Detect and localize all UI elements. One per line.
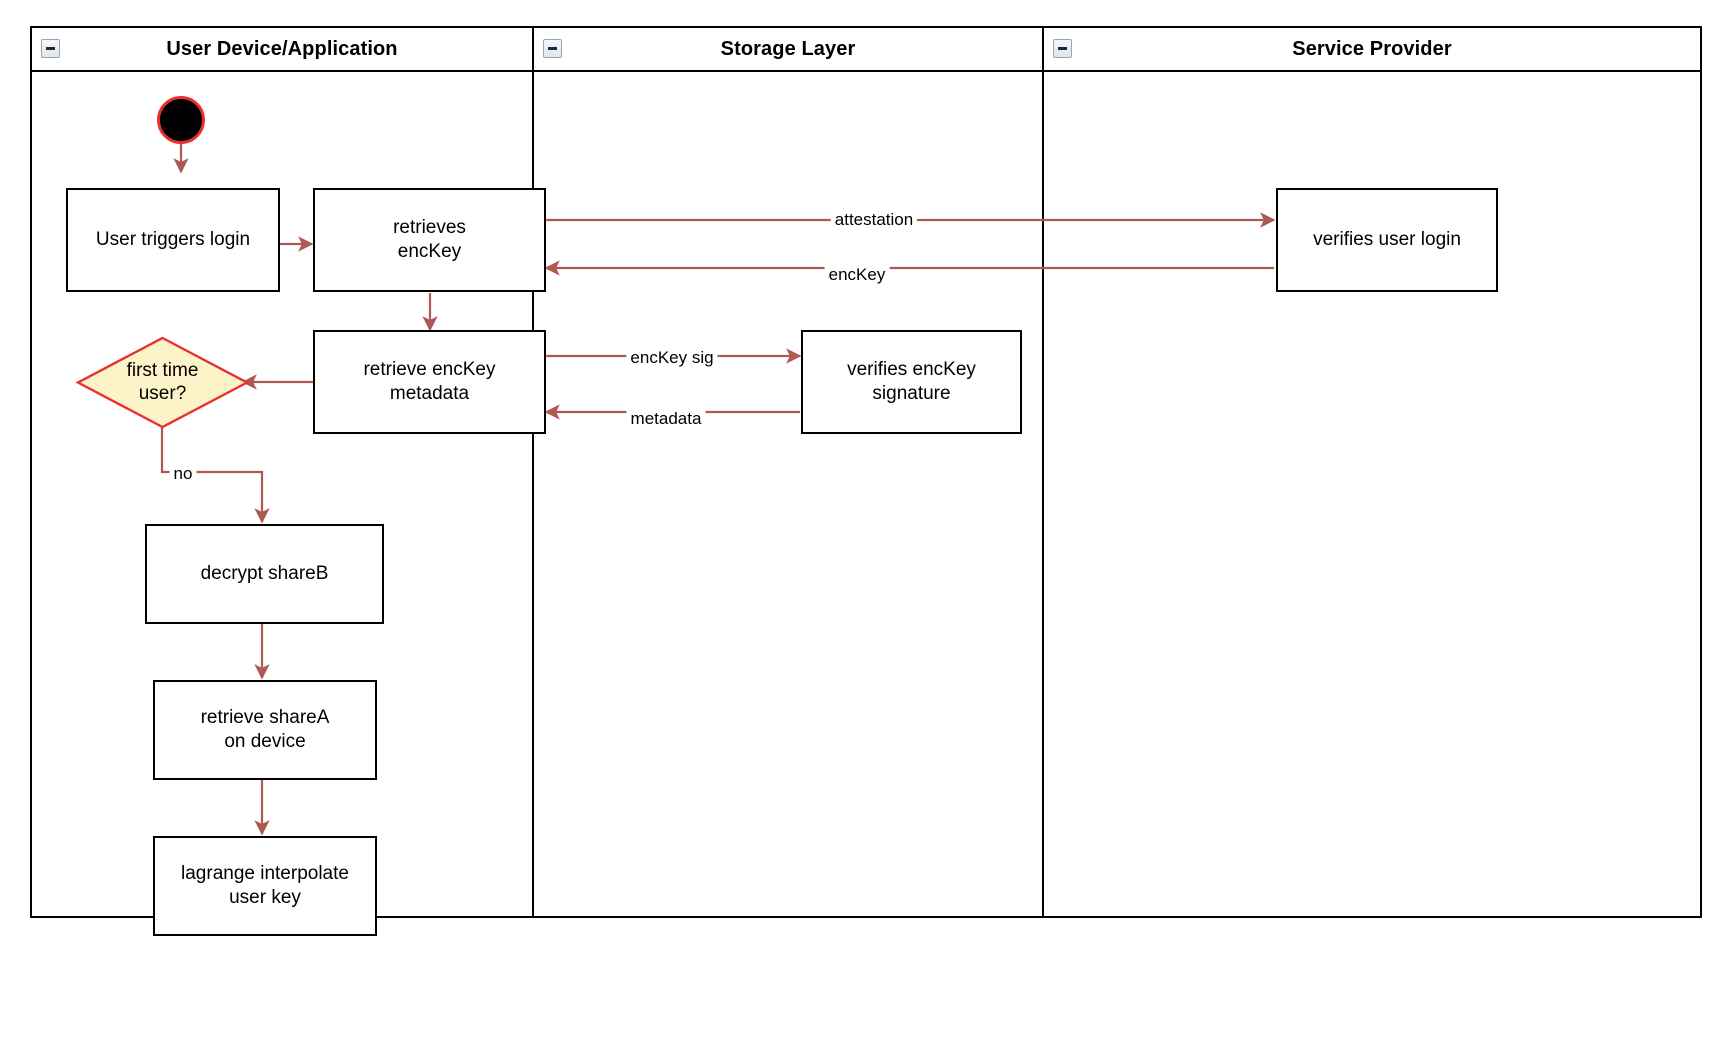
- node-retrieve-sharea-on-device[interactable]: retrieve shareA on device: [153, 680, 377, 780]
- node-lagrange-interpolate-user-key[interactable]: lagrange interpolate user key: [153, 836, 377, 936]
- swimlane-service-provider: Service Provider: [1044, 28, 1700, 916]
- node-decrypt-shareb[interactable]: decrypt shareB: [145, 524, 384, 624]
- edge-label-enckey: encKey: [824, 265, 890, 285]
- minus-icon-bar: [46, 47, 55, 50]
- node-verifies-user-login[interactable]: verifies user login: [1276, 188, 1498, 292]
- node-retrieves-enckey[interactable]: retrieves encKey: [313, 188, 546, 292]
- minus-icon-bar: [548, 47, 557, 50]
- lane-header-storage-layer: Storage Layer: [534, 28, 1042, 72]
- swimlane-storage-layer: Storage Layer: [534, 28, 1044, 916]
- edge-label-metadata: metadata: [626, 409, 706, 429]
- node-verifies-enckey-signature[interactable]: verifies encKey signature: [801, 330, 1022, 434]
- node-user-triggers-login[interactable]: User triggers login: [66, 188, 280, 292]
- minus-icon-bar: [1058, 47, 1067, 50]
- minus-icon[interactable]: [543, 39, 562, 58]
- start-node[interactable]: [157, 96, 205, 144]
- node-retrieve-enckey-metadata[interactable]: retrieve encKey metadata: [313, 330, 546, 434]
- lane-title-storage-layer: Storage Layer: [720, 37, 856, 60]
- minus-icon[interactable]: [1053, 39, 1072, 58]
- lane-title-user-device: User Device/Application: [166, 37, 398, 60]
- node-first-time-user[interactable]: first time user?: [75, 335, 250, 430]
- lane-title-service-provider: Service Provider: [1292, 37, 1452, 60]
- lane-header-user-device: User Device/Application: [32, 28, 532, 72]
- lane-header-service-provider: Service Provider: [1044, 28, 1700, 72]
- minus-icon[interactable]: [41, 39, 60, 58]
- swimlane-user-device: User Device/Application: [32, 28, 534, 916]
- edge-label-no: no: [169, 464, 197, 484]
- edge-label-attestation: attestation: [830, 210, 918, 230]
- swimlane-pool: User Device/Application Storage Layer Se…: [30, 26, 1702, 918]
- edge-label-enckey-sig: encKey sig: [626, 348, 718, 368]
- node-first-time-user-label: first time user?: [126, 359, 199, 404]
